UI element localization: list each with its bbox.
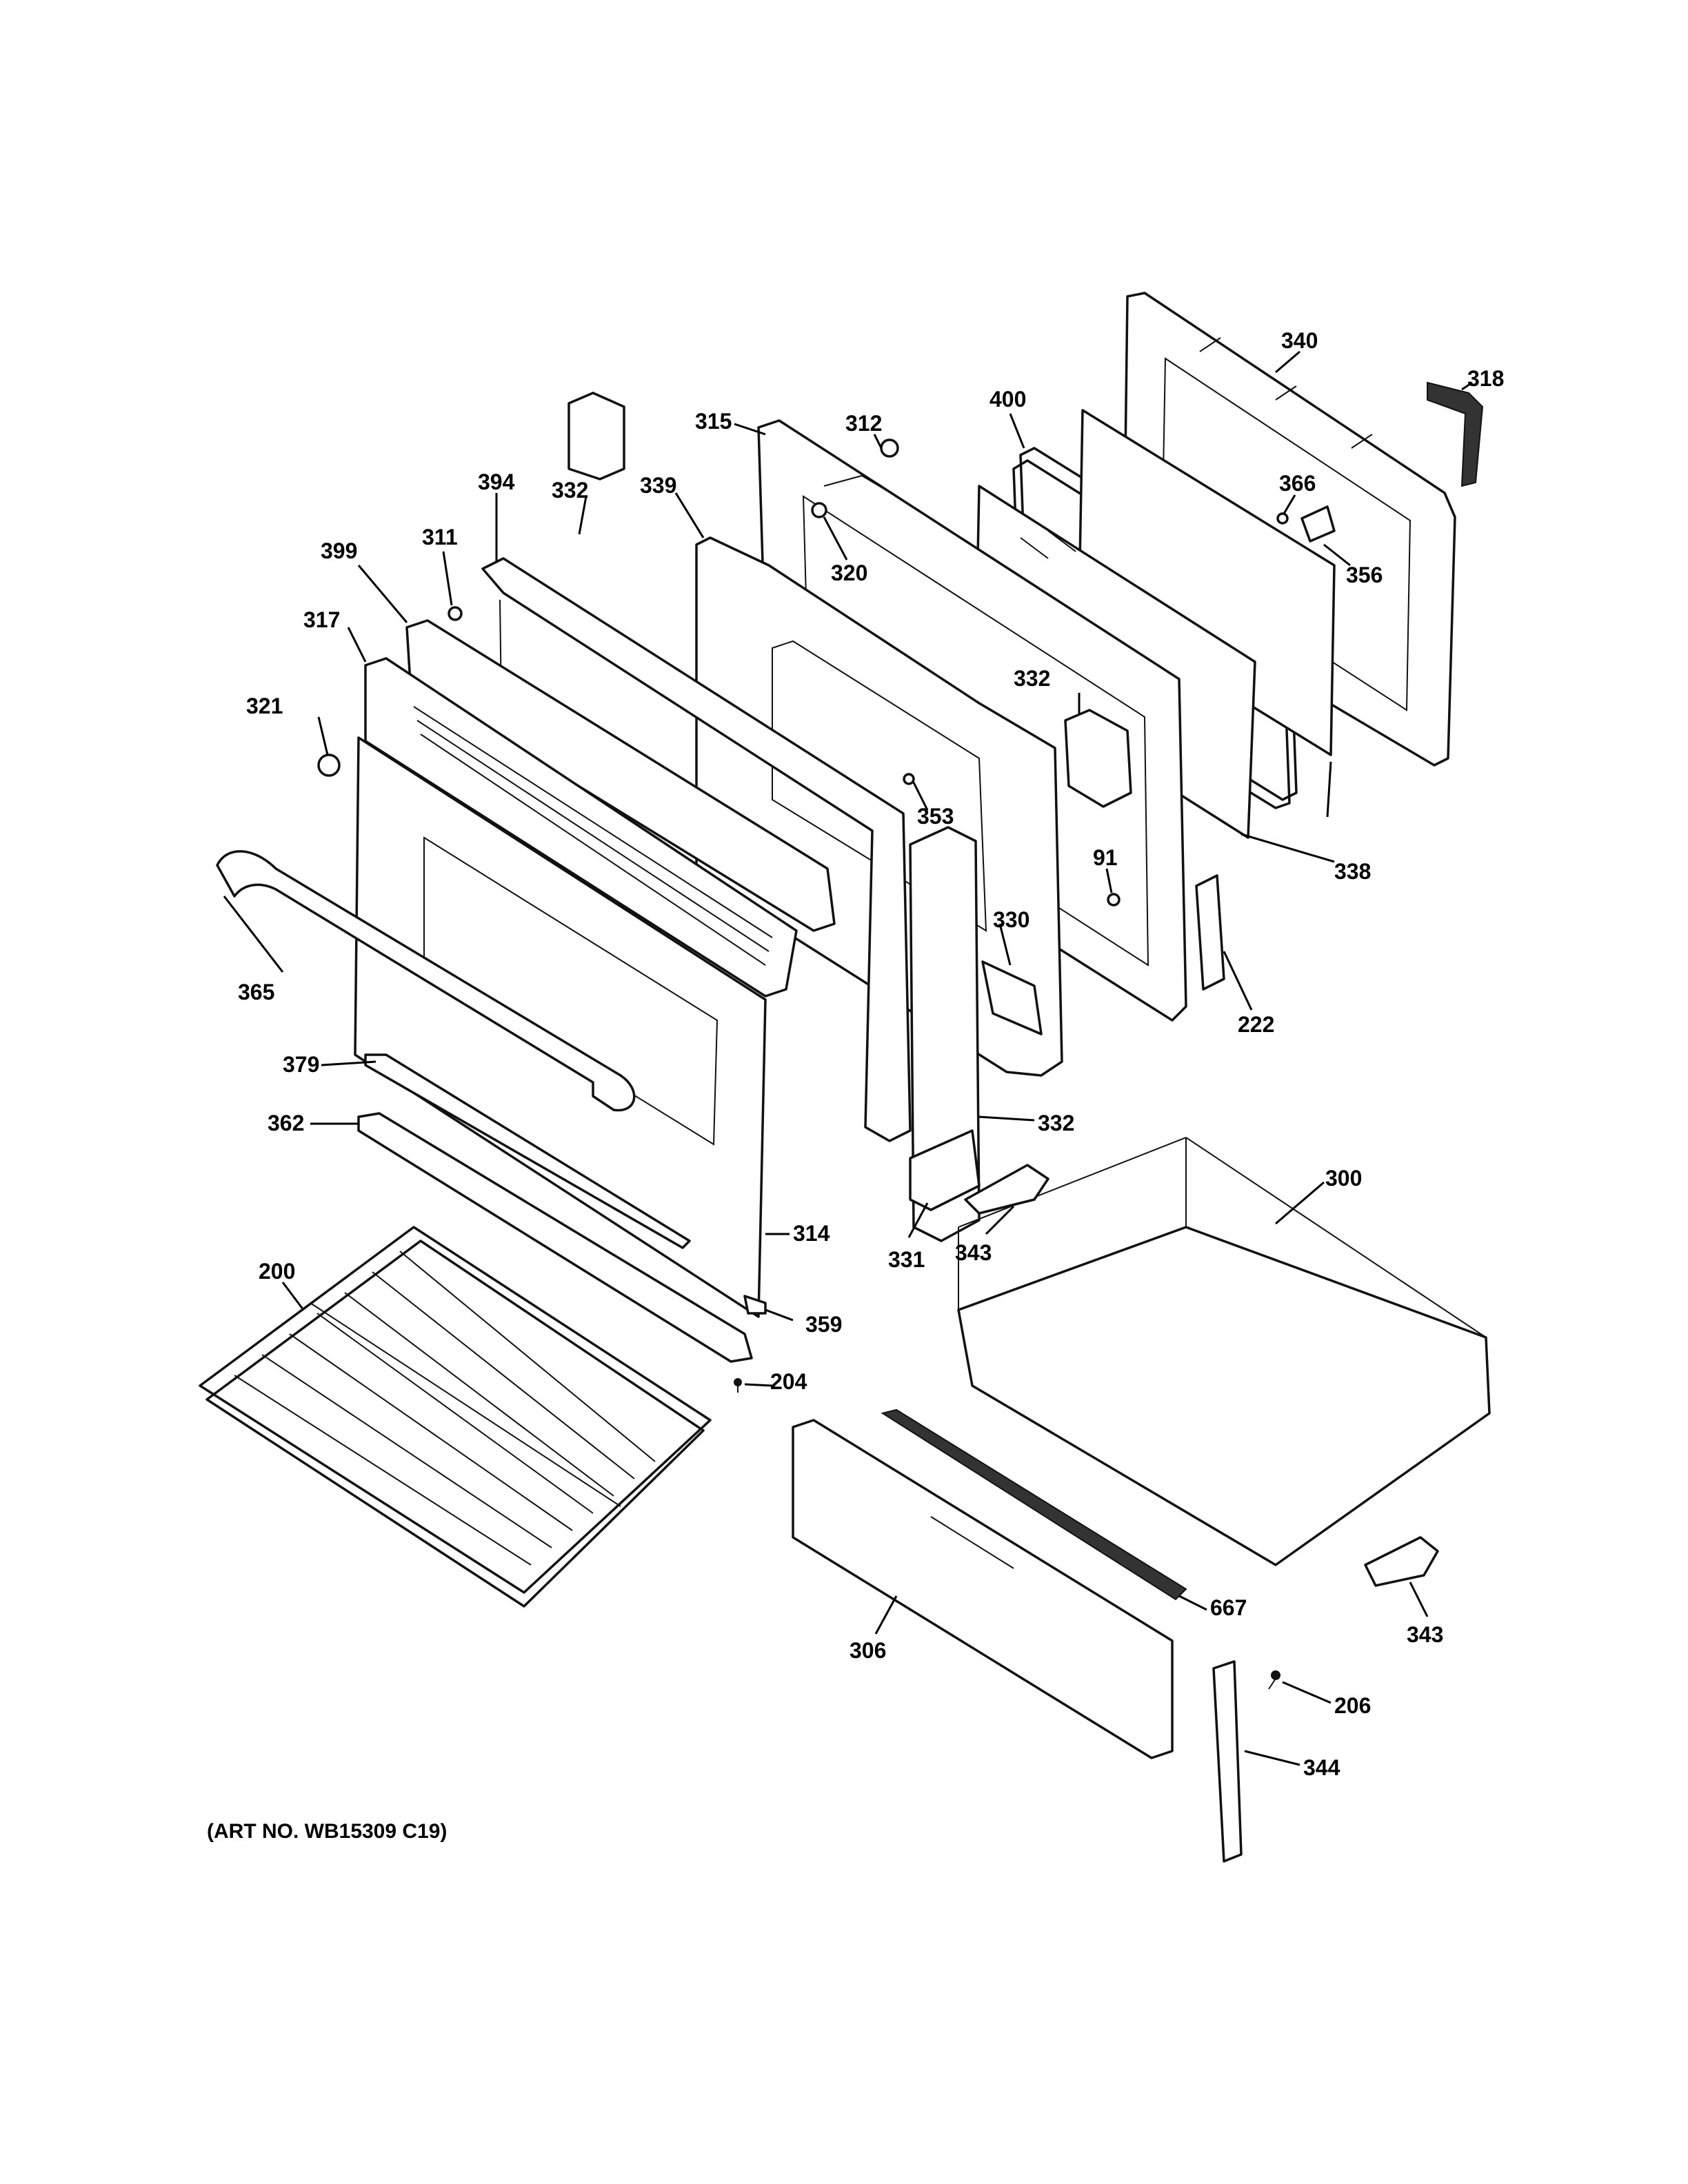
callout-339: 339 bbox=[640, 473, 676, 498]
part-365-door-handle bbox=[216, 850, 636, 1112]
part-362-door-bottom-trim bbox=[357, 1112, 753, 1363]
callout-330: 330 bbox=[993, 907, 1029, 932]
callout-91: 91 bbox=[1093, 845, 1118, 870]
callout-366: 366 bbox=[1279, 471, 1316, 496]
callout-331: 331 bbox=[888, 1247, 925, 1272]
part-344-slide-rail bbox=[1212, 1660, 1243, 1863]
part-200-oven-rack bbox=[199, 1226, 712, 1608]
part-330-insulation bbox=[981, 960, 1043, 1035]
callout-306: 306 bbox=[850, 1638, 886, 1663]
callout-399: 399 bbox=[321, 538, 357, 563]
part-321-nut bbox=[317, 754, 341, 777]
part-300-drawer-box bbox=[957, 1137, 1491, 1566]
part-318-strip bbox=[1427, 381, 1484, 487]
callout-332-lower: 332 bbox=[1038, 1111, 1074, 1135]
callout-365: 365 bbox=[238, 980, 274, 1004]
part-206-screw bbox=[1268, 1670, 1280, 1690]
callout-204: 204 bbox=[770, 1369, 807, 1394]
callout-359: 359 bbox=[805, 1312, 842, 1337]
callout-343-lower: 343 bbox=[1407, 1622, 1443, 1647]
part-314-outer-door-panel bbox=[354, 736, 767, 1318]
part-332-insulation-block-mid bbox=[1064, 709, 1132, 808]
part-356-bracket bbox=[1300, 505, 1336, 543]
callout-344: 344 bbox=[1303, 1755, 1340, 1780]
part-320-clip bbox=[811, 502, 827, 518]
callout-314: 314 bbox=[793, 1221, 830, 1246]
callout-300: 300 bbox=[1325, 1166, 1362, 1191]
part-306-drawer-front bbox=[792, 1419, 1174, 1759]
callout-320: 320 bbox=[831, 560, 867, 585]
callout-labels: 340 318 315 312 400 394 332 339 366 311 … bbox=[238, 328, 1504, 1780]
part-222-hinge bbox=[1195, 874, 1225, 991]
callout-353: 353 bbox=[917, 804, 954, 829]
part-353-screw bbox=[903, 773, 915, 785]
part-343-drawer-slide-upper bbox=[964, 1164, 1049, 1215]
callout-311: 311 bbox=[422, 525, 458, 549]
callout-206: 206 bbox=[1334, 1693, 1371, 1718]
callout-315: 315 bbox=[695, 409, 732, 434]
callout-200: 200 bbox=[259, 1259, 295, 1284]
callout-343-upper: 343 bbox=[955, 1240, 992, 1265]
part-311-screw bbox=[448, 606, 463, 621]
art-number-caption: (ART NO. WB15309 C19) bbox=[207, 1820, 448, 1843]
callout-340: 340 bbox=[1281, 328, 1318, 353]
callout-667: 667 bbox=[1210, 1595, 1247, 1620]
part-343-drawer-slide-lower bbox=[1364, 1536, 1439, 1587]
callout-332-top: 332 bbox=[552, 478, 588, 503]
callout-321: 321 bbox=[246, 694, 283, 718]
part-366-screw bbox=[1276, 512, 1289, 525]
part-204-screw bbox=[734, 1378, 742, 1393]
callout-222: 222 bbox=[1238, 1012, 1274, 1037]
callout-379: 379 bbox=[283, 1052, 319, 1077]
part-331-insulation-base bbox=[909, 1129, 981, 1211]
part-667-drawer-strip bbox=[881, 1408, 1187, 1601]
callout-338: 338 bbox=[1334, 859, 1371, 884]
part-91-screw bbox=[1107, 893, 1121, 907]
part-312-bolt bbox=[880, 438, 899, 458]
part-332-insulation-block-top bbox=[567, 392, 625, 481]
callout-318: 318 bbox=[1467, 366, 1504, 391]
leader-lines bbox=[223, 350, 1473, 1766]
callout-356: 356 bbox=[1346, 563, 1383, 587]
callout-312: 312 bbox=[845, 411, 882, 436]
part-379-door-strip bbox=[364, 1053, 691, 1249]
callout-332-mid: 332 bbox=[1014, 666, 1050, 691]
callout-400: 400 bbox=[989, 387, 1026, 412]
callout-394: 394 bbox=[478, 469, 515, 494]
part-359-trim-end bbox=[743, 1295, 767, 1315]
callout-362: 362 bbox=[268, 1111, 304, 1135]
callout-317: 317 bbox=[303, 607, 340, 632]
